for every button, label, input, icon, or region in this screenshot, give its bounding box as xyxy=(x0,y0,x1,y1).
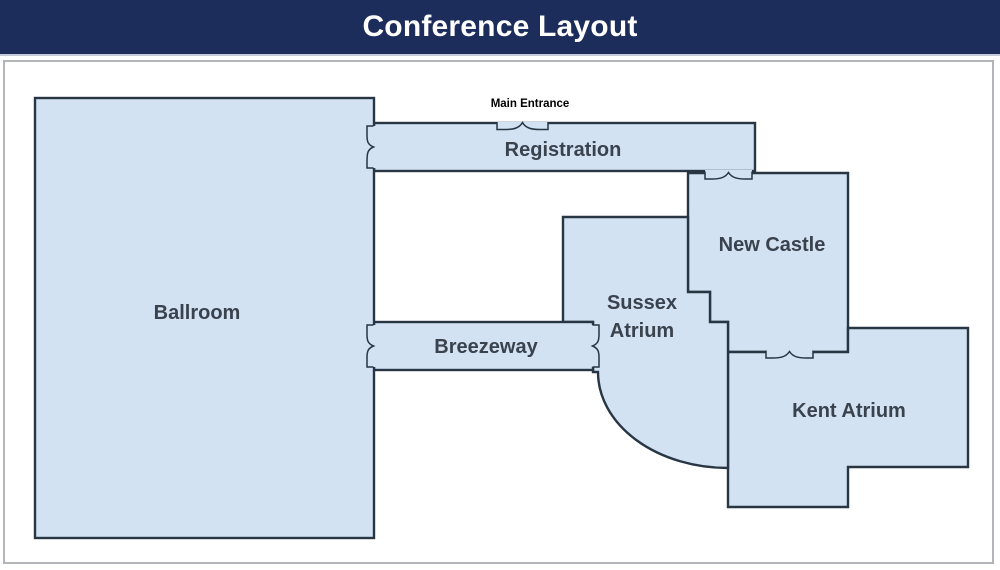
registration-new-castle-door xyxy=(704,170,753,180)
breezeway-sussex-door xyxy=(590,324,600,368)
room-sussex-atrium xyxy=(561,215,730,470)
title-bar: Conference Layout xyxy=(0,0,1000,56)
breezeway-label: Breezeway xyxy=(434,336,538,358)
kent-atrium-label: Kent Atrium xyxy=(792,400,906,422)
page-title: Conference Layout xyxy=(362,10,638,43)
ballroom-label: Ballroom xyxy=(154,302,241,324)
ballroom-registration-door xyxy=(366,125,378,169)
sussex-atrium-label-line2: Atrium xyxy=(610,320,674,342)
new-castle-label: New Castle xyxy=(719,234,826,256)
main-entrance-label: Main Entrance xyxy=(491,98,570,110)
ballroom-breezeway-door xyxy=(366,324,378,368)
registration-label: Registration xyxy=(505,139,622,161)
room-kent-atrium xyxy=(726,326,970,509)
room-ballroom xyxy=(33,96,376,540)
sussex-atrium-label-line1: Sussex xyxy=(607,292,677,314)
main-entrance-door xyxy=(496,121,549,131)
new-castle-kent-door xyxy=(765,349,814,359)
